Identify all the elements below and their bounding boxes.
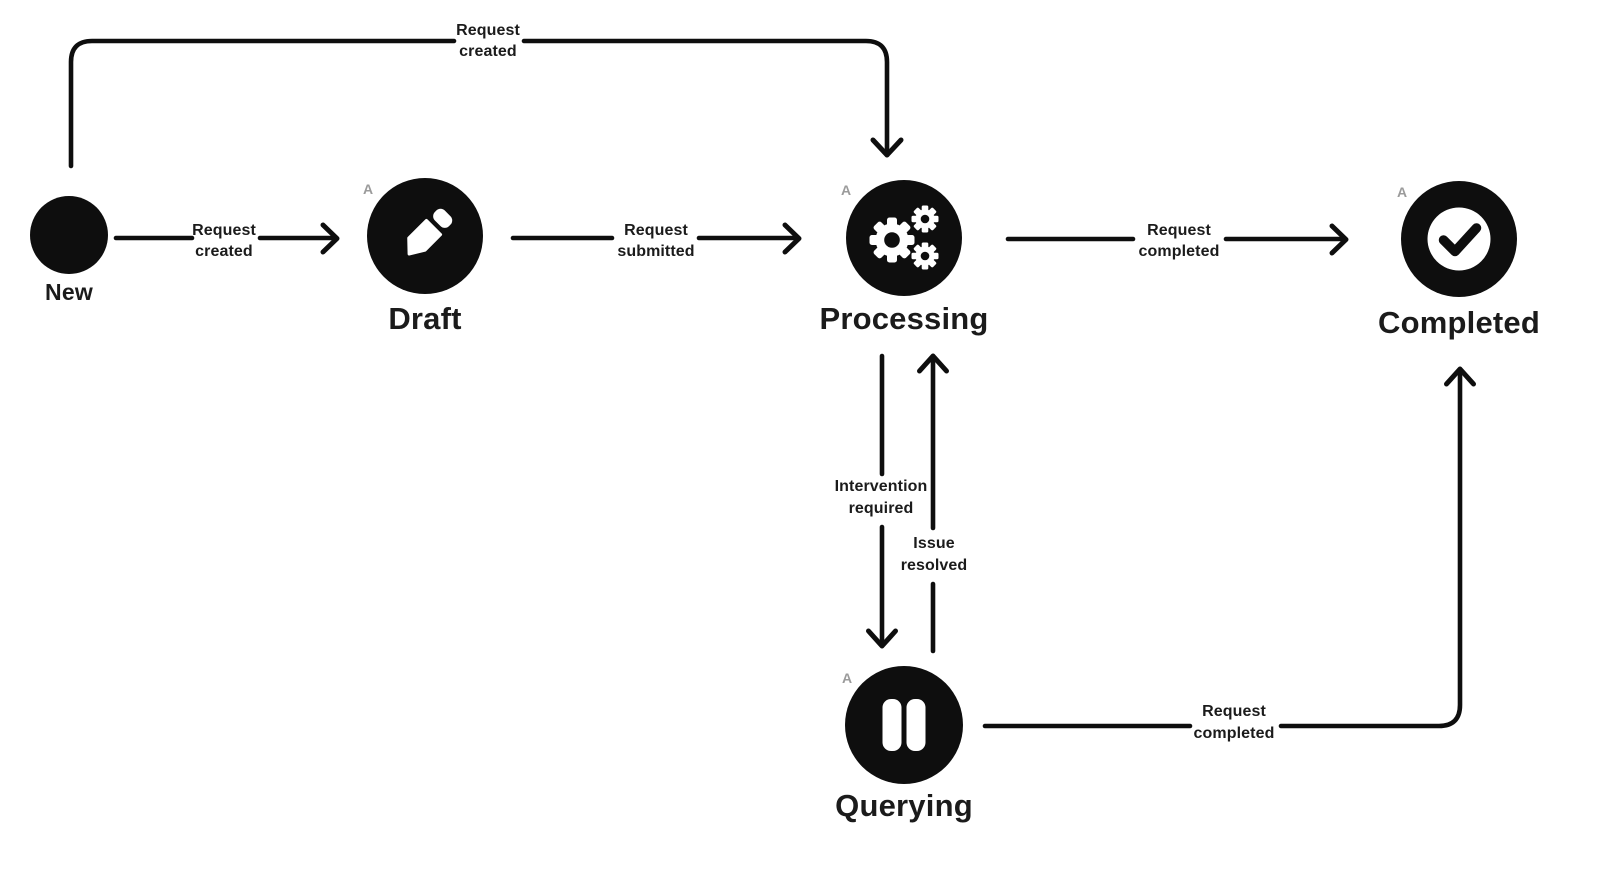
edge-label-line: Issue	[913, 535, 955, 552]
edge-querying-to-completed-arrowhead	[1444, 366, 1476, 387]
edge-label-processing-to-querying: Intervention required	[835, 476, 928, 520]
node-circle-completed	[1401, 181, 1517, 297]
node-circle-draft	[367, 178, 483, 294]
edge-label-line: completed	[1138, 243, 1220, 260]
edge-label-line: Request	[1147, 222, 1211, 239]
start-dot-icon	[30, 196, 108, 274]
edge-label-processing-to-completed: Request completed	[1139, 220, 1220, 262]
node-completed: A Completed	[1378, 181, 1540, 340]
node-draft: A Draft	[363, 178, 483, 336]
node-label-processing: Processing	[819, 301, 989, 336]
edge-label-line: required	[848, 500, 914, 517]
edge-querying-to-completed-line2	[1278, 371, 1463, 729]
edge-label-line: completed	[1193, 725, 1275, 742]
edge-new-to-draft-arrowhead	[320, 222, 340, 255]
edge-processing-to-completed-arrowhead	[1329, 223, 1349, 256]
edge-label-line: Request	[624, 222, 688, 239]
state-annotation: A	[841, 182, 852, 198]
edge-processing-to-querying-arrowhead	[866, 628, 898, 649]
check-circle-icon	[1401, 181, 1517, 297]
edge-label-line: submitted	[617, 243, 695, 260]
edge-new-to-processing-line	[68, 38, 457, 169]
pencil-icon	[367, 178, 483, 294]
edge-new-to-processing-line2	[521, 38, 890, 155]
node-processing: A	[819, 180, 988, 336]
state-annotation: A	[842, 670, 853, 686]
state-annotation: A	[1397, 184, 1408, 200]
node-circle-new	[30, 196, 108, 274]
state-annotation: A	[363, 181, 374, 197]
edge-label-line: Intervention	[834, 478, 928, 495]
node-label-draft: Draft	[388, 301, 462, 336]
node-circle-querying	[845, 666, 963, 784]
edge-label-querying-to-completed: Request completed	[1194, 701, 1275, 745]
node-label-completed: Completed	[1378, 305, 1540, 340]
edge-label-line: Request	[1202, 703, 1266, 720]
edge-querying-to-processing-arrowhead	[917, 353, 949, 374]
edge-draft-to-processing-arrowhead	[782, 222, 802, 255]
node-querying: A Querying	[835, 666, 973, 823]
gears-icon	[846, 180, 962, 296]
edge-label-line: Request	[456, 22, 520, 39]
edge-label-line: created	[195, 243, 253, 260]
edge-label-draft-to-processing: Request submitted	[617, 220, 694, 262]
node-label-querying: Querying	[835, 788, 973, 823]
edge-new-to-processing-arrowhead	[870, 137, 904, 158]
edge-label-line: resolved	[900, 557, 968, 574]
edge-label-line: Request	[192, 222, 256, 239]
pause-icon	[845, 666, 963, 784]
node-new: New	[30, 196, 108, 305]
edge-label-new-to-draft: Request created	[192, 220, 256, 262]
node-circle-processing	[846, 180, 962, 296]
edge-label-new-to-processing: Request created	[456, 20, 520, 62]
edge-label-querying-to-processing: Issue resolved	[901, 533, 968, 577]
node-label-new: New	[45, 279, 93, 305]
edge-label-line: created	[459, 43, 517, 60]
